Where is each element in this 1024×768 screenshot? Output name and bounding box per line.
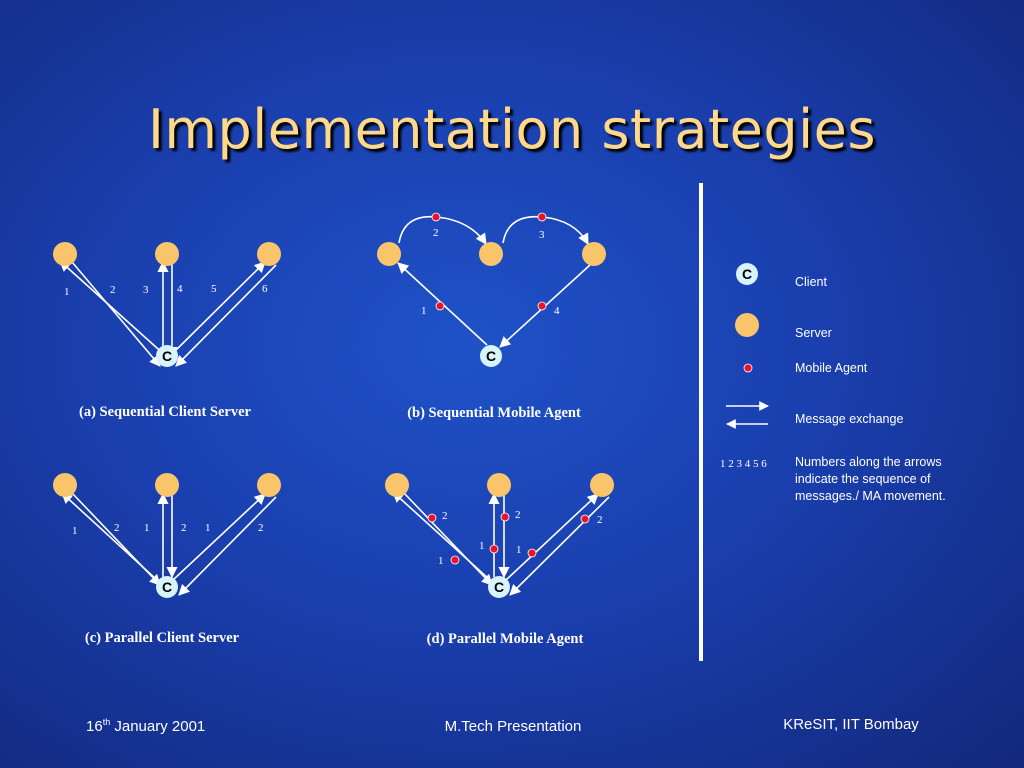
arrow-d-2	[403, 492, 493, 586]
sequence-number: 1	[72, 525, 78, 537]
client-node	[156, 345, 178, 367]
legend-client-icon	[736, 263, 758, 285]
legend-client-icon-label: C	[742, 266, 752, 282]
sequence-number: 1	[479, 540, 485, 552]
arrow-b-3	[502, 215, 589, 245]
footer: 16th January 2001 M.Tech Presentation KR…	[86, 716, 919, 735]
footer-date-rest: January 2001	[110, 718, 205, 735]
panel-d: C 1 2 1 2 1 2 (d) Parallel Mobile Agent	[385, 473, 614, 647]
sequence-number: 2	[433, 227, 439, 239]
server-node	[479, 242, 503, 266]
panel-b: C 1 2 3 4 (b) Sequential Mobile Agent	[377, 212, 606, 421]
server-node	[487, 473, 511, 497]
client-node-label: C	[494, 579, 504, 595]
server-node	[377, 242, 401, 266]
panel-caption: (a) Sequential Client Server	[79, 404, 252, 420]
legend-client-label: Client	[795, 275, 827, 289]
arrow-b-2	[398, 215, 487, 245]
sequence-number: 2	[258, 522, 264, 534]
server-node	[590, 473, 614, 497]
legend-note-line-3: messages./ MA movement.	[795, 489, 946, 503]
footer-date-day: 16	[86, 718, 103, 735]
sequence-number: 2	[181, 522, 187, 534]
mobile-agent-dot	[489, 544, 499, 554]
server-node	[53, 242, 77, 266]
server-node	[53, 473, 77, 497]
arrow-a-1	[59, 260, 168, 358]
sequence-number: 1	[205, 522, 211, 534]
footer-center: M.Tech Presentation	[445, 718, 582, 735]
arrow-d-5	[505, 493, 599, 581]
server-node	[155, 242, 179, 266]
sequence-number: 4	[177, 283, 183, 295]
footer-right: KReSIT, IIT Bombay	[783, 716, 919, 733]
mobile-agent-dot	[500, 512, 510, 522]
client-node-label: C	[162, 579, 172, 595]
sequence-number: 3	[539, 229, 545, 241]
slide-title: Implementation strategies	[147, 98, 877, 161]
legend-note-line-2: indicate the sequence of	[795, 472, 931, 486]
server-node	[257, 242, 281, 266]
arrow-d-6	[509, 496, 610, 596]
panel-caption: (d) Parallel Mobile Agent	[427, 631, 584, 647]
client-node-label: C	[486, 348, 496, 364]
panel-caption: (b) Sequential Mobile Agent	[407, 405, 581, 421]
mobile-agent-dot	[537, 212, 547, 222]
mobile-agent-dot	[435, 301, 445, 311]
mobile-agent-dot	[431, 212, 441, 222]
footer-date: 16th January 2001	[86, 717, 205, 735]
server-node	[257, 473, 281, 497]
arrow-c-5	[172, 493, 266, 581]
divider	[699, 183, 703, 661]
legend-mobile-agent-icon	[743, 363, 753, 373]
client-node-label: C	[162, 348, 172, 364]
sequence-number: 1	[438, 555, 444, 567]
legend-server-label: Server	[795, 326, 832, 340]
arrow-a-5	[170, 261, 266, 356]
legend-server-icon	[735, 313, 759, 337]
arrow-c-2	[71, 492, 161, 586]
sequence-number: 1	[64, 286, 70, 298]
panel-c: C 1 2 1 2 1 2 (c) Parallel Client Server	[53, 473, 281, 646]
legend-mobile-agent-label: Mobile Agent	[795, 361, 868, 375]
client-node	[488, 576, 510, 598]
client-node	[156, 576, 178, 598]
arrow-a-6	[175, 264, 277, 367]
mobile-agent-dot	[537, 301, 547, 311]
legend-message-exchange-label: Message exchange	[795, 412, 903, 426]
server-node	[385, 473, 409, 497]
mobile-agent-dot	[450, 555, 460, 565]
sequence-number: 1	[421, 305, 427, 317]
sequence-number: 3	[143, 284, 149, 296]
sequence-number: 6	[262, 283, 268, 295]
panel-a: C 1 2 3 4 5 6 (a) Sequential Client Serv…	[53, 242, 281, 420]
client-node	[480, 345, 502, 367]
arrow-c-6	[178, 496, 277, 596]
sequence-number: 2	[597, 514, 603, 526]
mobile-agent-dot	[527, 548, 537, 558]
sequence-number: 1	[516, 544, 522, 556]
sequence-number: 2	[114, 522, 120, 534]
mobile-agent-dot	[580, 514, 590, 524]
server-node	[155, 473, 179, 497]
legend-note-line-1: Numbers along the arrows	[795, 455, 942, 469]
sequence-number: 2	[442, 510, 448, 522]
legend: C Client Server Mobile Agent Message exc…	[720, 263, 946, 503]
sequence-number: 4	[554, 305, 560, 317]
mobile-agent-dot	[427, 513, 437, 523]
sequence-number: 2	[110, 284, 116, 296]
server-node	[582, 242, 606, 266]
sequence-number: 5	[211, 283, 217, 295]
arrow-a-2	[71, 261, 161, 367]
panel-caption: (c) Parallel Client Server	[85, 630, 240, 646]
sequence-number: 2	[515, 509, 521, 521]
footer-date-suffix: th	[103, 717, 111, 727]
legend-sequence-sample: 1 2 3 4 5 6	[720, 458, 767, 470]
sequence-number: 1	[144, 522, 150, 534]
